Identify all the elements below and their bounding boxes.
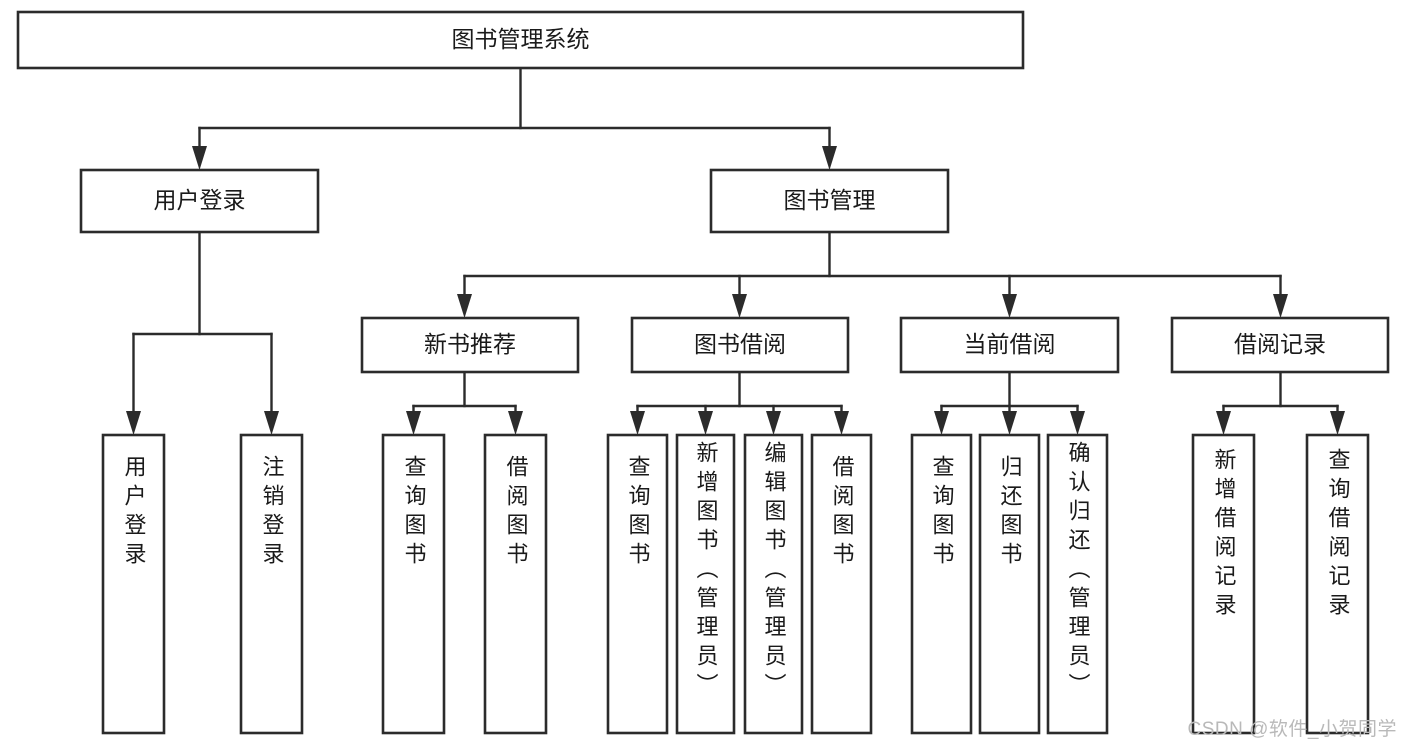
leaf-box-bb-edit-book[interactable]: [743, 433, 804, 735]
node-current-borrow-label: 当前借阅: [964, 331, 1056, 357]
node-root-system-label: 图书管理系统: [452, 26, 590, 52]
node-borrow-record-box[interactable]: [1170, 316, 1390, 374]
node-book-borrow-box[interactable]: [630, 316, 850, 374]
leaf-box-logout[interactable]: [239, 433, 304, 735]
arrow-head-leaf-user-login: [126, 411, 141, 435]
leaf-box-bb-borrow-book[interactable]: [810, 433, 873, 735]
node-new-book-recommend[interactable]: 新书推荐: [360, 316, 580, 374]
connector-group-new-book-recommend: [406, 370, 523, 435]
node-user-login-label: 用户登录: [154, 187, 246, 213]
node-current-borrow-box[interactable]: [899, 316, 1120, 374]
connector-group-borrow-record: [1216, 370, 1345, 435]
arrow-head-user-login: [192, 146, 207, 170]
arrow-head-leaf-nbr-2: [508, 411, 523, 435]
arrow-head-leaf-br-2: [1330, 411, 1345, 435]
connector-group-root: [192, 66, 837, 170]
connector-group-book-borrow: [630, 370, 849, 435]
arrow-head-leaf-bb-4: [834, 411, 849, 435]
node-book-manage-box[interactable]: [709, 168, 950, 234]
arrow-head-leaf-cb-3: [1070, 411, 1085, 435]
arrow-head-leaf-bb-3: [766, 411, 781, 435]
leaf-boxes-user-login: [101, 433, 304, 735]
connector-group-book-manage: [457, 230, 1288, 318]
leaf-boxes-book-borrow: [606, 433, 873, 735]
leaf-box-br-query-record[interactable]: [1305, 433, 1370, 735]
leaf-boxes-borrow-record: [1191, 433, 1370, 735]
node-user-login[interactable]: 用户登录: [79, 168, 320, 234]
arrow-head-current-borrow: [1002, 294, 1017, 318]
leaf-box-br-add-record[interactable]: [1191, 433, 1256, 735]
csdn-watermark: CSDN @软件_小贺同学: [1187, 719, 1397, 740]
node-root-system-box[interactable]: [16, 10, 1025, 70]
leaf-box-bb-query-book[interactable]: [606, 433, 669, 735]
node-book-borrow[interactable]: 图书借阅: [630, 316, 850, 374]
node-new-book-recommend-label: 新书推荐: [424, 331, 516, 357]
connector-group-current-borrow: [934, 370, 1085, 435]
arrow-head-new-book-recommend: [457, 294, 472, 318]
node-user-login-box[interactable]: [79, 168, 320, 234]
node-book-borrow-label: 图书借阅: [694, 331, 786, 357]
node-borrow-record[interactable]: 借阅记录: [1170, 316, 1390, 374]
arrow-head-book-manage: [822, 146, 837, 170]
arrow-head-leaf-nbr-1: [406, 411, 421, 435]
node-book-manage-label: 图书管理: [784, 187, 876, 213]
arrow-head-book-borrow: [732, 294, 747, 318]
leaf-box-cb-return-book[interactable]: [978, 433, 1041, 735]
arrow-head-leaf-br-1: [1216, 411, 1231, 435]
arrow-head-leaf-cb-2: [1002, 411, 1017, 435]
arrow-head-leaf-logout: [264, 411, 279, 435]
node-current-borrow[interactable]: 当前借阅: [899, 316, 1120, 374]
node-new-book-recommend-box[interactable]: [360, 316, 580, 374]
leaf-box-nbr-borrow-book[interactable]: [483, 433, 548, 735]
arrow-head-leaf-cb-1: [934, 411, 949, 435]
connector-group-user-login: [126, 230, 279, 435]
leaf-boxes-current-borrow: [910, 433, 1109, 735]
leaf-box-cb-confirm-return[interactable]: [1046, 433, 1109, 735]
leaf-box-user-login[interactable]: [101, 433, 166, 735]
arrow-head-borrow-record: [1273, 294, 1288, 318]
node-root-system[interactable]: 图书管理系统: [16, 10, 1025, 70]
arrow-head-leaf-bb-2: [698, 411, 713, 435]
arrow-head-leaf-bb-1: [630, 411, 645, 435]
leaf-boxes-new-book-recommend: [381, 433, 548, 735]
node-borrow-record-label: 借阅记录: [1234, 331, 1326, 357]
leaf-box-nbr-query-book[interactable]: [381, 433, 446, 735]
leaf-box-cb-query-book[interactable]: [910, 433, 973, 735]
node-book-manage[interactable]: 图书管理: [709, 168, 950, 234]
leaf-box-bb-add-book[interactable]: [675, 433, 736, 735]
